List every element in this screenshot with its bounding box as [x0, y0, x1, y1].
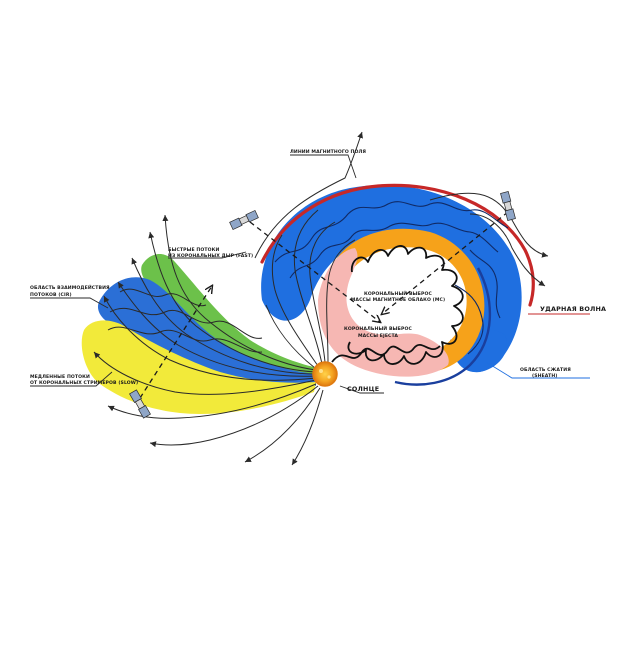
leader-lines — [30, 154, 590, 394]
flux-rope-coil — [347, 245, 464, 365]
satellite-icon — [129, 389, 151, 419]
label-fast-streams-line2: ИЗ КОРОНАЛЬНЫХ ДЫР (FAST) — [168, 253, 253, 259]
ejecta-coil — [331, 343, 441, 363]
label-fast-streams-line1: БЫСТРЫЕ ПОТОКИ — [168, 247, 219, 253]
label-sheath-line2: (SHEATH) — [532, 373, 557, 379]
label-slow-line2: ОТ КОРОНАЛЬНЫХ СТРИМЕРОВ (SLOW) — [30, 380, 138, 386]
label-ejecta-line1: КОРОНАЛЬНЫЙ ВЫБРОС — [344, 324, 412, 332]
label-cir-line2: ПОТОКОВ (CIR) — [30, 292, 72, 298]
fast-stream-region — [141, 254, 318, 382]
label-sheath-line1: ОБЛАСТЬ СЖАТИЯ — [520, 367, 571, 373]
dashed-trajectories — [139, 211, 509, 399]
label-cir-line1: ОБЛАСТЬ ВЗАИМОДЕЙСТВИЯ — [30, 283, 110, 291]
sun-icon — [312, 361, 338, 387]
cme-field-lines — [265, 209, 356, 369]
label-ejecta-line2: МАССЫ EJECTA — [358, 333, 398, 339]
label-shock-wave: УДАРНАЯ ВОЛНА — [540, 305, 606, 313]
label-magnetic-field-lines: ЛИНИИ МАГНИТНОГО ПОЛЯ — [290, 149, 366, 155]
sheath-boundary-arc — [394, 267, 492, 386]
satellite-icon — [500, 191, 516, 221]
cir-region — [97, 277, 316, 387]
ejecta-region — [318, 248, 449, 377]
shock-wave-arc — [260, 183, 535, 307]
label-slow-line1: МЕДЛЕННЫЕ ПОТОКИ — [30, 374, 90, 380]
sheath-region — [261, 184, 522, 373]
sheath-field-lines — [274, 201, 509, 355]
label-sun: СОЛНЦЕ — [347, 385, 379, 393]
satellite-icon — [229, 209, 259, 231]
label-magnetic-cloud-line2: МАССЫ МАГНИТНОЕ ОБЛАКО (MC) — [351, 297, 445, 303]
label-magnetic-cloud-line1: КОРОНАЛЬНЫЙ ВЫБРОС — [364, 289, 432, 297]
stream-field-lines — [93, 214, 324, 466]
